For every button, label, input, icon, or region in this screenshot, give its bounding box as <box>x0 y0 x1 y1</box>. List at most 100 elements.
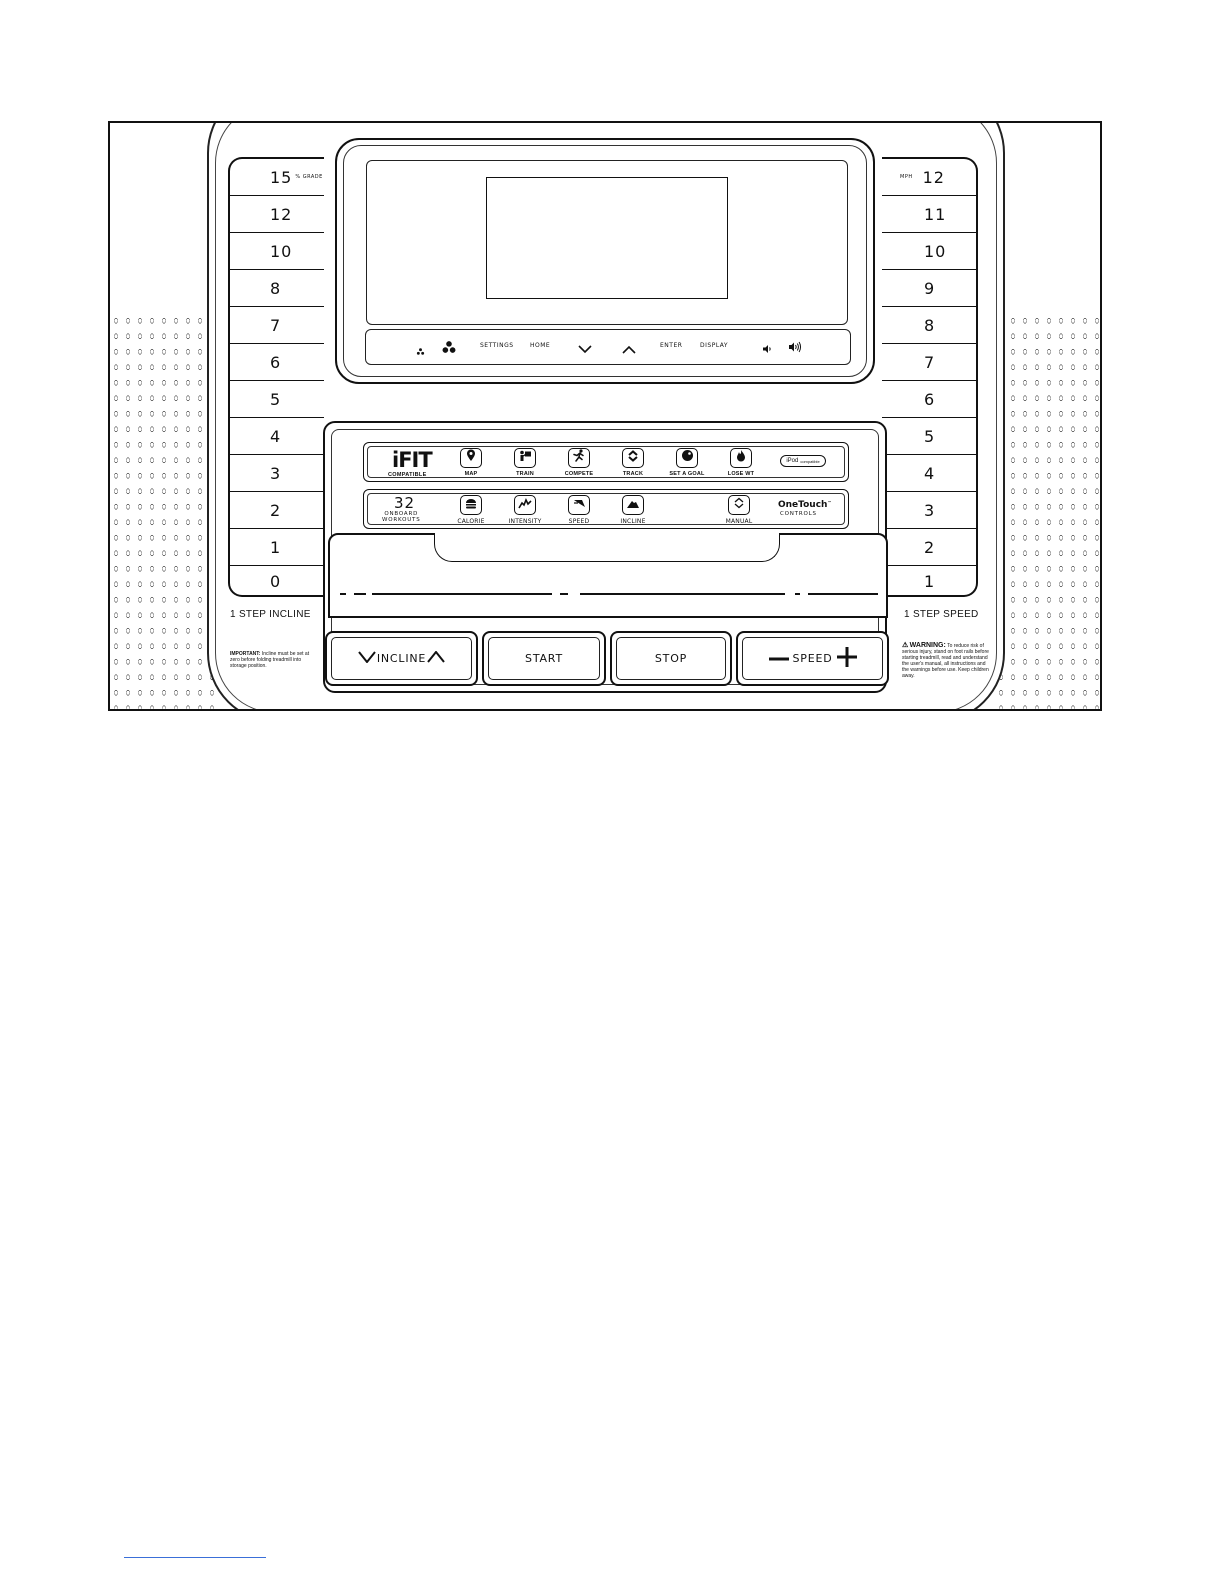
manual-label: MANUAL <box>725 518 753 525</box>
speed-key-5[interactable]: 5 <box>882 418 976 455</box>
compete-button[interactable] <box>568 448 590 468</box>
console-body-inner <box>215 123 997 709</box>
goal-icon <box>681 449 694 467</box>
speed-icon <box>573 496 586 514</box>
calorie-label: CALORIE <box>457 518 485 525</box>
accessory-tray <box>328 533 888 618</box>
incline-button-label: INCLINE <box>376 652 427 665</box>
speed-key-9[interactable]: 9 <box>882 270 976 307</box>
speed-key-2[interactable]: 2 <box>882 529 976 566</box>
speed-unit: MPH <box>900 174 913 180</box>
map-button[interactable] <box>460 448 482 468</box>
incline-key-5[interactable]: 5 <box>230 381 324 418</box>
speed-key-6[interactable]: 6 <box>882 381 976 418</box>
minus-icon[interactable] <box>768 652 789 665</box>
plus-icon[interactable] <box>836 647 857 670</box>
intensity-label: INTENSITY <box>508 518 542 525</box>
train-button[interactable] <box>514 448 536 468</box>
speaker-grille-left <box>110 313 215 709</box>
speed-step-label: 1 STEP SPEED <box>904 609 979 620</box>
onetouch-controls-label: CONTROLS <box>780 511 817 517</box>
intensity-icon <box>518 496 532 514</box>
incline-key-8[interactable]: 8 <box>230 270 324 307</box>
calorie-button[interactable] <box>460 495 482 515</box>
footer-rule <box>124 1557 266 1558</box>
lcd-screen <box>486 177 728 299</box>
main-control-bar: INCLINE START STOP SPEED <box>325 631 889 689</box>
home-button[interactable]: HOME <box>530 342 551 349</box>
incline-key-6[interactable]: 6 <box>230 344 324 381</box>
lose-wt-button[interactable] <box>730 448 752 468</box>
map-label: MAP <box>464 471 478 477</box>
intensity-button[interactable] <box>514 495 536 515</box>
console-diagram-frame: 15% GRADE 12 10 8 7 6 5 4 3 2 1 0 1 STEP… <box>108 121 1102 711</box>
speed-workout-label: SPEED <box>568 518 590 525</box>
speed-button[interactable]: SPEED <box>736 631 889 686</box>
chevron-down-icon[interactable] <box>578 341 592 359</box>
stop-button[interactable]: STOP <box>610 631 732 686</box>
speed-workout-button[interactable] <box>568 495 590 515</box>
calorie-icon <box>465 496 477 514</box>
flame-icon <box>736 449 746 467</box>
speed-key-7[interactable]: 7 <box>882 344 976 381</box>
start-button[interactable]: START <box>482 631 606 686</box>
incline-key-4[interactable]: 4 <box>230 418 324 455</box>
speed-key-4[interactable]: 4 <box>882 455 976 492</box>
incline-key-7[interactable]: 7 <box>230 307 324 344</box>
settings-button[interactable]: SETTINGS <box>480 342 514 349</box>
ifit-row: iFIT COMPATIBLE MAP TRAIN COMPETE TRACK … <box>363 442 849 482</box>
fan-high-icon[interactable] <box>442 340 456 359</box>
incline-key-2[interactable]: 2 <box>230 492 324 529</box>
chevron-up-icon[interactable] <box>622 341 636 359</box>
volume-low-icon[interactable] <box>762 341 772 359</box>
incline-step-label: 1 STEP INCLINE <box>230 609 311 620</box>
warning-note: ⚠ WARNING: To reduce risk of serious inj… <box>902 642 989 679</box>
warning-icon: ⚠ <box>902 642 909 649</box>
incline-key-0[interactable]: 0 <box>270 572 282 591</box>
map-pin-icon <box>466 449 476 467</box>
track-icon <box>627 449 639 467</box>
incline-key-10[interactable]: 10 <box>230 233 324 270</box>
incline-workout-label: INCLINE <box>620 518 646 525</box>
speaker-grille-right <box>995 313 1100 709</box>
speed-key-11[interactable]: 11 <box>882 196 976 233</box>
chevron-up-icon[interactable] <box>427 650 445 666</box>
speed-key-3[interactable]: 3 <box>882 492 976 529</box>
chevron-down-icon[interactable] <box>358 651 376 666</box>
volume-high-icon[interactable] <box>788 340 802 358</box>
incline-key-15[interactable]: 15% GRADE <box>230 159 324 196</box>
incline-workout-button[interactable] <box>622 495 644 515</box>
manual-button[interactable] <box>728 495 750 515</box>
incline-button[interactable]: INCLINE <box>325 631 478 686</box>
important-note: IMPORTANT: Incline must be set at zero b… <box>230 651 310 669</box>
fan-low-icon[interactable] <box>416 343 425 361</box>
ifit-logo: iFIT <box>392 448 433 472</box>
incline-key-3[interactable]: 3 <box>230 455 324 492</box>
onetouch-logo: OneTouch™ <box>778 500 832 510</box>
compete-label: COMPETE <box>564 471 594 477</box>
screen-bezel <box>366 160 848 325</box>
speed-key-8[interactable]: 8 <box>882 307 976 344</box>
speed-key-10[interactable]: 10 <box>882 233 976 270</box>
train-label: TRAIN <box>516 471 534 477</box>
display-button[interactable]: DISPLAY <box>700 342 729 349</box>
train-icon <box>518 449 532 467</box>
set-a-goal-button[interactable] <box>676 448 698 468</box>
incline-unit: % GRADE <box>295 174 323 180</box>
track-button[interactable] <box>622 448 644 468</box>
display-housing <box>335 138 875 384</box>
enter-button[interactable]: ENTER <box>660 342 683 349</box>
speed-button-label: SPEED <box>792 652 833 665</box>
workouts-count: 32 <box>394 494 416 512</box>
incline-icon <box>626 496 640 514</box>
display-nav-strip: SETTINGS HOME ENTER DISPLAY <box>365 329 851 365</box>
incline-quick-keys: 15% GRADE 12 10 8 7 6 5 4 3 2 1 0 <box>228 157 324 597</box>
speed-key-1[interactable]: 1 <box>924 572 936 591</box>
incline-key-1[interactable]: 1 <box>230 529 324 566</box>
incline-key-12[interactable]: 12 <box>230 196 324 233</box>
